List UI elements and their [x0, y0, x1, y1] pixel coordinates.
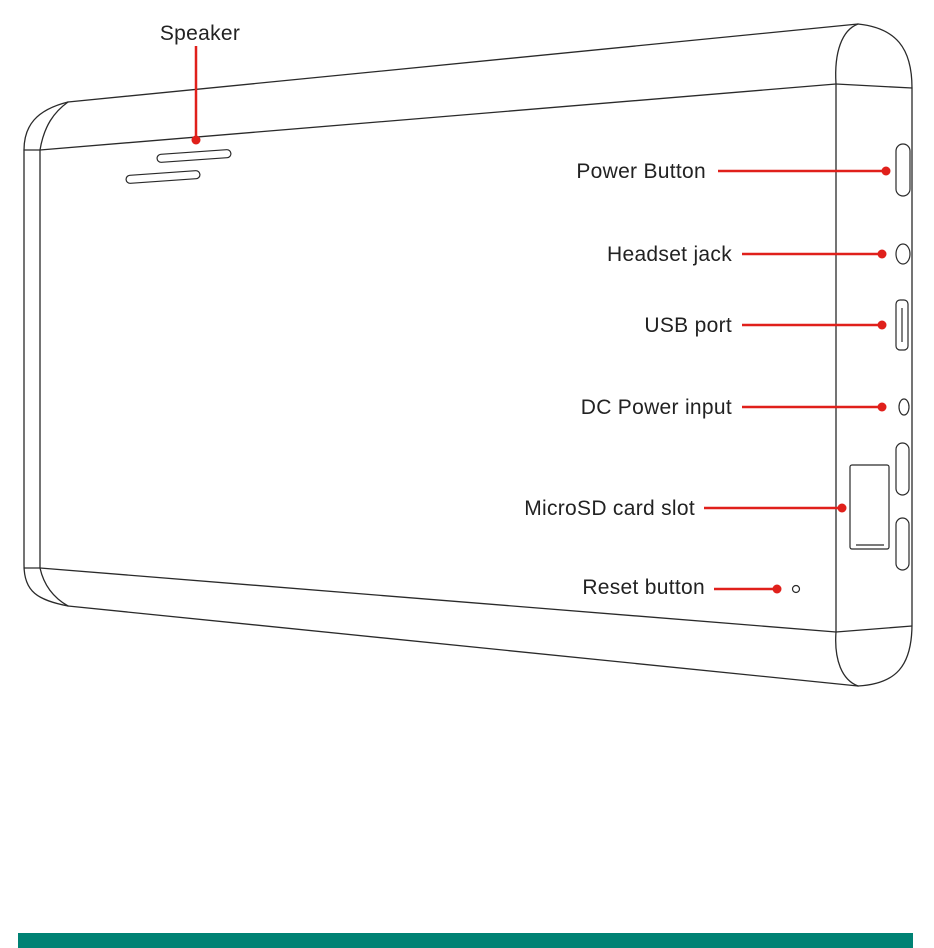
headset-jack-label: Headset jack — [607, 243, 732, 266]
microsd-slot-shape — [850, 465, 889, 549]
speaker-callout-dot — [192, 136, 201, 145]
footer-bar — [18, 933, 913, 948]
power-button-callout-dot — [882, 167, 891, 176]
dc-power-input-label: DC Power input — [581, 396, 732, 419]
headset-jack-shape — [896, 244, 910, 264]
microsd-callout-dot — [838, 504, 847, 513]
speaker-grille — [126, 149, 231, 183]
tablet-side-diagram: Speaker Power Button Headset jack USB po… — [0, 0, 934, 710]
headset-jack-callout-dot — [878, 250, 887, 259]
side-ports — [793, 144, 911, 593]
power-button-shape — [896, 144, 910, 196]
reset-pinhole-shape — [793, 586, 800, 593]
reset-button-callout-dot — [773, 585, 782, 594]
usb-port-callout-dot — [878, 321, 887, 330]
reset-button-label: Reset button — [582, 576, 705, 599]
volume-up-shape — [896, 443, 909, 495]
speaker-label: Speaker — [160, 22, 240, 45]
microsd-card-slot-label: MicroSD card slot — [524, 497, 695, 520]
dc-power-input-callout-dot — [878, 403, 887, 412]
dc-power-input-shape — [899, 399, 909, 415]
volume-down-shape — [896, 518, 909, 570]
usb-port-label: USB port — [644, 314, 732, 337]
power-button-label: Power Button — [576, 160, 706, 183]
